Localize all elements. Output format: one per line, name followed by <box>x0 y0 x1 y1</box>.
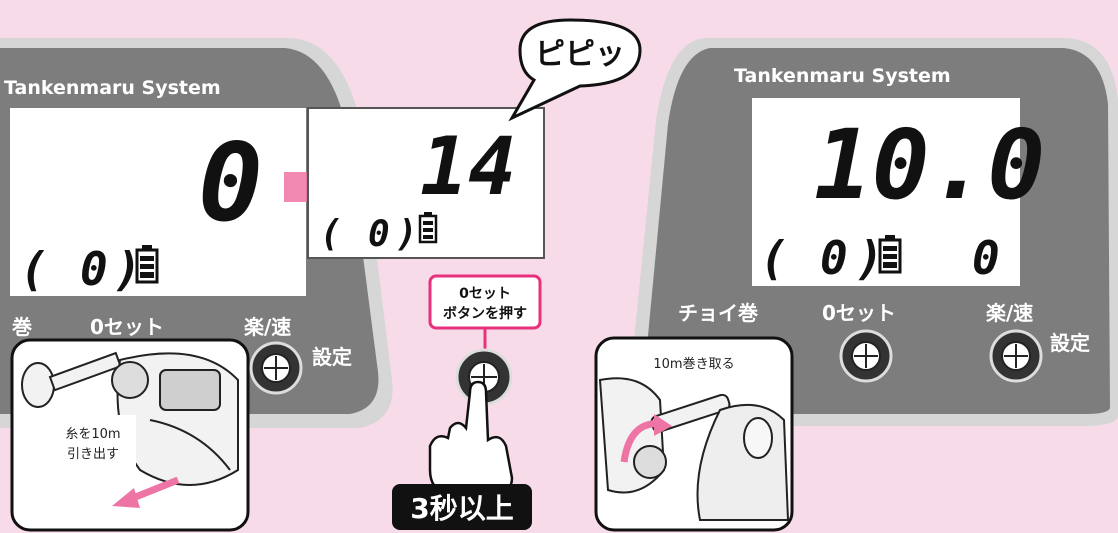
right-label-setting: 設定 <box>1050 331 1090 355</box>
right-label-raku-soku: 楽/速 <box>986 301 1033 325</box>
right-zero-set-button[interactable] <box>839 329 893 383</box>
battery-icon <box>878 235 902 274</box>
left-lcd-counter-digit: 0 <box>80 242 108 296</box>
reel-icon <box>598 377 790 521</box>
left-label-zero-set: 0セット <box>90 315 164 339</box>
right-panel-title: Tankenmaru System <box>734 65 951 87</box>
instruction-line2: ボタンを押す <box>443 305 527 322</box>
right-label-choi-maki: チョイ巻 <box>678 301 759 325</box>
duration-badge-text: 3秒以上 <box>410 492 513 525</box>
battery-icon <box>418 212 438 244</box>
left-label-wind: 巻 <box>11 315 33 339</box>
instruction-line1: 0セット <box>459 286 511 302</box>
middle-lcd-paren-open: ( <box>320 214 342 255</box>
middle-lcd: 14 ( 0 ) <box>307 107 545 259</box>
middle-lcd-main-digit: 14 <box>420 120 516 213</box>
middle-lcd-screen <box>307 107 545 259</box>
left-reel-panel: Tankenmaru System 0 ( 0 ) 巻 0セット 楽/速 設定 <box>0 38 393 428</box>
right-inset-caption: 10m巻き取る <box>653 357 734 372</box>
left-panel-title: Tankenmaru System <box>4 77 221 99</box>
right-lcd-counter-digit: 0 <box>820 231 848 285</box>
sound-speech-bubble: ピピッ <box>508 18 642 122</box>
middle-lcd-paren-close: ) <box>396 214 418 255</box>
right-lcd-main-digit: 10.0 <box>814 109 1045 221</box>
right-reel-panel: Tankenmaru System 10.0 ( 0 ) 0 チョイ巻 0セット… <box>629 38 1118 426</box>
left-raku-soku-button[interactable] <box>249 341 303 395</box>
sound-text: ピピッ <box>535 37 625 72</box>
arrow-down-left-icon <box>112 476 180 508</box>
battery-icon <box>135 245 159 284</box>
left-lcd-paren-open: ( <box>20 242 48 296</box>
left-label-raku-soku: 楽/速 <box>244 315 291 339</box>
left-label-setting: 設定 <box>312 345 352 369</box>
left-inset-caption-line2: 引き出す <box>67 447 119 462</box>
right-lcd-paren-open: ( <box>760 231 788 285</box>
reel-icon <box>21 351 239 486</box>
duration-badge: 3秒以上 <box>392 484 532 530</box>
right-lcd-sub-digit: 0 <box>972 231 1000 285</box>
instruction-callout: 0セット ボタンを押す <box>428 274 542 360</box>
right-inset-illustration: 10m巻き取る <box>594 336 794 532</box>
left-lcd-main-digit: 0 <box>198 121 263 246</box>
middle-lcd-counter-digit: 0 <box>368 214 390 255</box>
right-raku-soku-button[interactable] <box>989 329 1043 383</box>
left-inset-caption-line1: 糸を10m <box>65 427 120 442</box>
right-label-zero-set: 0セット <box>822 301 896 325</box>
left-inset-illustration: 糸を10m 引き出す <box>10 338 250 532</box>
